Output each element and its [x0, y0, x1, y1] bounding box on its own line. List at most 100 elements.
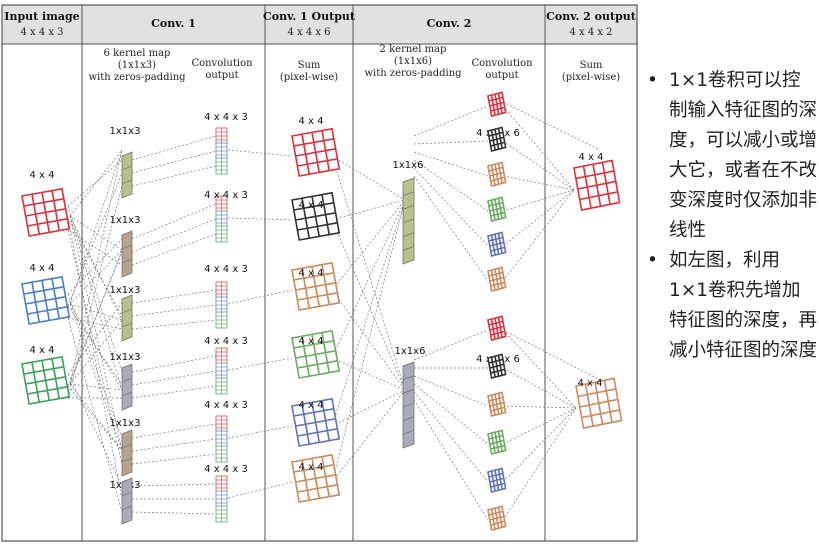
connection-line — [131, 319, 217, 330]
connection-line — [67, 317, 123, 330]
connection-line — [502, 367, 577, 409]
conv2-output-grid — [573, 159, 621, 211]
column-header-title: Conv. 1 Output — [263, 10, 356, 23]
grid-line — [497, 268, 503, 289]
column-header-title: Conv. 2 output — [546, 10, 637, 23]
kernel-divider — [121, 308, 133, 314]
connection-line — [131, 165, 217, 187]
output-size-label: 4 x 4 x 3 — [204, 112, 248, 123]
kernel-size-label: 1x1x3 — [110, 215, 141, 226]
kernel-size-label: 1x1x3 — [110, 418, 141, 429]
sum-description: Sum — [298, 60, 321, 71]
grid-line — [489, 136, 504, 142]
grid-line — [490, 482, 505, 488]
grid-line — [25, 296, 66, 305]
grid-line — [295, 148, 336, 157]
kernel-map-description: (1x1x3) — [118, 60, 156, 71]
kernel-map-description: with zeros-padding — [364, 68, 462, 79]
convolution-output-description: output — [205, 70, 238, 81]
kernel-divider — [121, 505, 133, 511]
kernel-divider — [402, 232, 415, 237]
kernel-1x1x3 — [121, 230, 133, 278]
grid-line — [297, 360, 338, 369]
connection-line — [331, 219, 406, 391]
connection-line — [131, 511, 217, 515]
kernel-body — [121, 151, 133, 199]
connection-line — [67, 217, 123, 317]
grid-line — [490, 246, 505, 252]
kernel-1x1x3 — [121, 294, 133, 342]
output-channel-blue — [215, 490, 228, 508]
convolution-output-description: Convolution — [191, 58, 253, 69]
convolution-output-stack — [215, 415, 228, 463]
grid-line — [497, 393, 503, 414]
kernel-body — [121, 294, 133, 342]
grid-line — [497, 355, 503, 376]
connection-line — [131, 453, 217, 465]
grid-line — [489, 206, 504, 212]
grid-size-label: 4 x 4 — [579, 152, 604, 163]
grid-size-label: 4 x 4 — [299, 336, 324, 347]
conv2-output-channel — [487, 315, 507, 341]
input-channel-grid — [21, 275, 71, 325]
convolution-output-stack — [215, 195, 228, 243]
connection-line — [69, 149, 123, 217]
kernel-map-description: 2 kernel map — [380, 44, 447, 55]
conv2-output-channel — [487, 266, 507, 292]
grid-line — [579, 191, 618, 201]
grid-line — [497, 128, 503, 149]
kernel-divider — [121, 165, 133, 171]
connection-line — [69, 383, 123, 451]
grid-line — [295, 474, 336, 483]
grid-line — [51, 358, 60, 399]
kernel-divider — [402, 205, 415, 210]
grid-size-label: 4 x 4 — [299, 462, 324, 473]
grid-line — [489, 477, 504, 483]
conv1-output-grid — [291, 397, 341, 447]
column-header-title: Input image — [4, 10, 79, 23]
kernel-1x1x6 — [402, 361, 415, 449]
kernel-divider — [121, 443, 133, 449]
grid-line — [297, 158, 338, 167]
connection-line — [67, 293, 123, 439]
kernel-divider — [121, 391, 133, 397]
grid-size-label: 4 x 4 — [30, 170, 55, 181]
connection-line — [67, 373, 123, 487]
kernel-1x1x3 — [121, 363, 133, 411]
connection-line — [502, 189, 575, 247]
connection-line — [331, 389, 406, 483]
output-channel-blue — [215, 430, 228, 448]
grid-line — [295, 418, 336, 427]
connection-line — [331, 199, 406, 427]
connection-line — [67, 238, 123, 295]
connection-line — [502, 175, 575, 191]
grid-line — [295, 350, 336, 359]
column-header-title: Conv. 2 — [427, 17, 472, 30]
kernel-divider — [402, 375, 415, 380]
convolution-output-stack — [215, 475, 228, 523]
connection-line — [502, 407, 577, 445]
conv1-output-grid — [291, 453, 341, 503]
kernel-map-description: 6 kernel map — [104, 48, 171, 59]
grid-line — [51, 190, 60, 231]
grid-size-label: 4 x 4 — [30, 263, 55, 274]
connection-line — [69, 149, 123, 385]
grid-line — [490, 106, 505, 112]
connection-line — [131, 370, 217, 386]
connection-line — [131, 150, 217, 174]
grid-line — [321, 264, 330, 305]
kernel-1x1x3 — [121, 429, 133, 477]
connection-line — [69, 303, 123, 391]
output-channel-green — [215, 377, 228, 395]
column-header-subtitle: 4 x 4 x 6 — [287, 27, 330, 38]
conv2-output-channel — [487, 231, 507, 257]
grid-line — [579, 398, 618, 408]
connection-line — [413, 375, 489, 407]
kernel-size-label: 1x1x3 — [110, 126, 141, 137]
grid-line — [490, 176, 505, 182]
conv2-output-channel — [487, 467, 507, 493]
connection-line — [67, 185, 123, 399]
column-header-subtitle: 4 x 4 x 3 — [20, 27, 63, 38]
conv1-output-grid — [291, 261, 341, 311]
kernel-body — [121, 363, 133, 411]
